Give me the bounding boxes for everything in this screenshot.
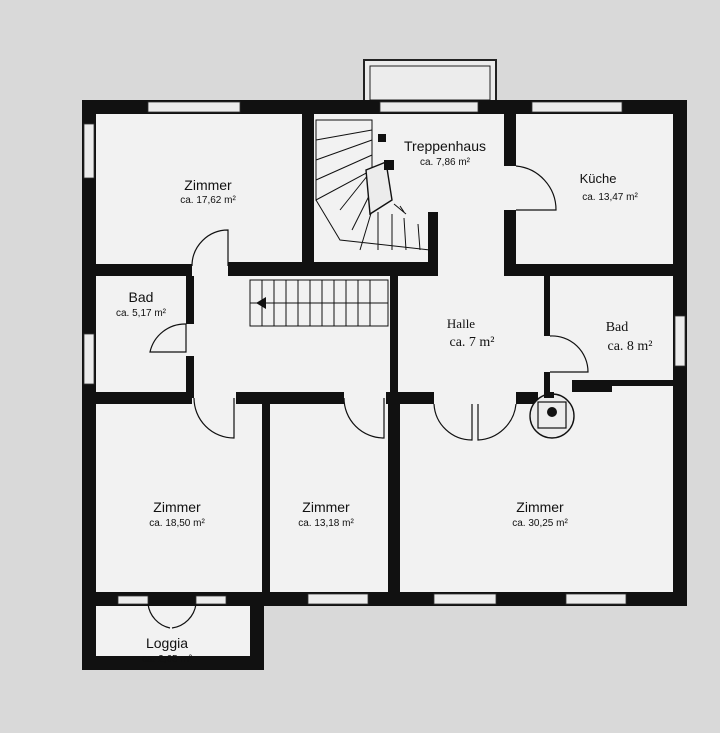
room-area: ca. 7,86 m² (420, 157, 471, 168)
wall-hall-west (390, 276, 398, 392)
door-zimmer-se (433, 403, 517, 441)
room-bad-west: Bad ca. 5,17 m² (116, 289, 167, 319)
room-name: Bad (129, 289, 154, 305)
wall-bad-east-west (544, 276, 550, 336)
door-zimmer-s (343, 397, 385, 439)
stove-connector (544, 392, 554, 398)
room-zimmer-sw: Zimmer ca. 18,50 m² (149, 499, 205, 529)
wall-stair-west (302, 114, 314, 266)
room-area: ca. 18,50 m² (149, 518, 205, 529)
wall-stair-east (428, 212, 438, 276)
door-bad-east (549, 335, 589, 373)
room-name: Bad (606, 320, 629, 335)
wall-kitchen-west-upper (504, 114, 516, 166)
room-zimmer-nw: Zimmer ca. 17,62 m² (180, 177, 236, 206)
wall-zimmer-nw-south-right (228, 262, 392, 276)
room-name: Loggia (146, 635, 188, 651)
room-name: Zimmer (184, 177, 232, 193)
room-area: ca. 17,62 m² (180, 195, 236, 206)
window-west-upper (83, 123, 95, 179)
wall-zimmer-sw-east (262, 404, 270, 594)
room-area: ca. 13,18 m² (298, 518, 354, 529)
door-zimmer-nw (191, 229, 229, 267)
wall-bad-west-south (96, 392, 192, 404)
wall-loggia-east (250, 592, 264, 670)
room-loggia: Loggia ca. 2,65 m² (142, 635, 193, 665)
wall-stair-south (390, 262, 430, 276)
wall-kitchen-south (504, 264, 673, 276)
window-loggia-left (117, 595, 149, 605)
room-area: ca. 8 m² (607, 339, 652, 354)
room-zimmer-se: Zimmer ca. 30,25 m² (512, 499, 568, 529)
wall-south (82, 592, 687, 606)
window-treppenhaus (379, 101, 479, 113)
window-zimmer-s (307, 593, 369, 605)
window-kueche (531, 101, 623, 113)
room-bad-east: Bad ca. 8 m² (606, 320, 653, 354)
wall-loggia-south (82, 656, 264, 670)
room-name: Treppenhaus (404, 138, 486, 154)
door-zimmer-sw (193, 397, 235, 439)
wall-kitchen-west-lower (504, 210, 516, 274)
room-zimmer-s: Zimmer ca. 13,18 m² (298, 499, 354, 529)
wall-corridor-south (236, 392, 344, 404)
door-kueche (515, 165, 557, 211)
wall-bad-east-south-right (600, 380, 673, 386)
room-name: Halle (447, 316, 475, 331)
window-zimmer-se-left (433, 593, 497, 605)
wall-bad-west-east-upper (186, 276, 194, 324)
door-loggia (147, 603, 197, 629)
room-area: ca. 2,65 m² (142, 654, 193, 665)
wall-hall-south-left (386, 392, 434, 404)
wall-bad-east-west-lower (544, 372, 550, 392)
room-name: Zimmer (302, 499, 350, 515)
room-treppenhaus: Treppenhaus ca. 7,86 m² (404, 138, 486, 168)
room-area: ca. 13,47 m² (582, 192, 638, 203)
window-zimmer-nw (147, 101, 241, 113)
room-name: Küche (580, 171, 617, 186)
window-bad-west (83, 333, 95, 385)
wall-hall-south-right (516, 392, 538, 404)
window-zimmer-se-right (565, 593, 627, 605)
wall-zimmer-s-east (388, 404, 400, 594)
room-area: ca. 7 m² (449, 335, 494, 350)
room-halle: Halle ca. 7 m² (447, 316, 495, 350)
wall-zimmer-nw-south-left (96, 264, 192, 276)
room-area: ca. 30,25 m² (512, 518, 568, 529)
staircase-treppenhaus (249, 119, 431, 327)
stove-icon (529, 393, 575, 439)
wall-west (82, 100, 96, 670)
wall-bad-west-east-lower (186, 356, 194, 398)
room-area: ca. 5,17 m² (116, 308, 167, 319)
door-bad-west (149, 323, 187, 353)
window-loggia-right (195, 595, 227, 605)
room-kueche: Küche ca. 13,47 m² (580, 171, 639, 203)
room-name: Zimmer (516, 499, 564, 515)
window-bad-east (674, 315, 686, 367)
balcony (363, 59, 497, 103)
room-name: Zimmer (153, 499, 201, 515)
